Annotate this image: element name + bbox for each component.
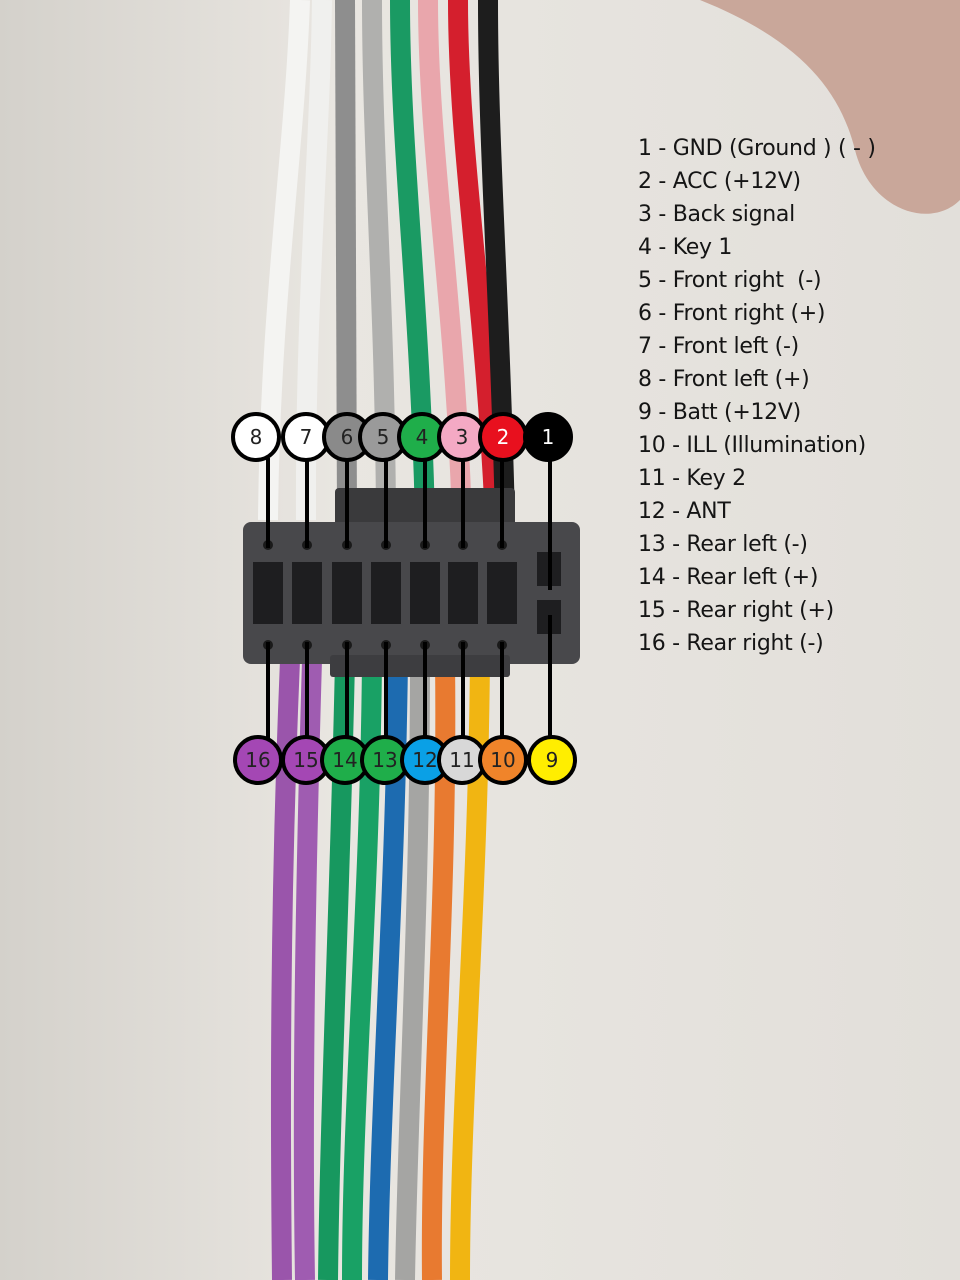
pin-circle: [523, 412, 573, 462]
pin-circle: [527, 735, 577, 785]
pin-number: 11: [449, 748, 474, 772]
legend-item: 11 - Key 2: [638, 466, 746, 491]
pin-number: 3: [456, 425, 469, 449]
legend-item: 3 - Back signal: [638, 202, 795, 227]
legend-item: 8 - Front left (+): [638, 367, 810, 392]
pin-number: 14: [332, 748, 357, 772]
pin-marker-6: 6: [322, 412, 372, 548]
pin-number: 16: [245, 748, 270, 772]
pin-number: 10: [490, 748, 515, 772]
legend-item: 14 - Rear left (+): [638, 565, 819, 590]
pin-marker-4: 4: [397, 412, 447, 548]
legend-item: 2 - ACC (+12V): [638, 169, 801, 194]
pin-marker-1: 1: [523, 412, 573, 590]
terminal-slot: [253, 562, 283, 624]
pin-marker-10: 10: [478, 642, 528, 785]
pin-marker-9: 9: [527, 615, 577, 785]
terminal-slot: [292, 562, 322, 624]
legend-item: 1 - GND (Ground ) ( - ): [638, 136, 876, 161]
legend-item: 7 - Front left (-): [638, 334, 799, 359]
legend-item: 16 - Rear right (-): [638, 631, 824, 656]
pin-number: 8: [250, 425, 263, 449]
legend-item: 6 - Front right (+): [638, 301, 826, 326]
pin-number: 15: [293, 748, 318, 772]
legend-item: 10 - ILL (Illumination): [638, 433, 866, 458]
legend-item: 13 - Rear left (-): [638, 532, 808, 557]
legend-item: 5 - Front right (-): [638, 268, 822, 293]
pin-marker-8: 8: [231, 412, 281, 548]
terminal-slot: [448, 562, 478, 624]
legend-item: 4 - Key 1: [638, 235, 733, 260]
terminal-slot: [332, 562, 362, 624]
pin-number: 7: [300, 425, 313, 449]
pin-number: 2: [497, 425, 510, 449]
pin-number: 9: [546, 748, 559, 772]
legend-item: 15 - Rear right (+): [638, 598, 834, 623]
pin-marker-5: 5: [358, 412, 408, 548]
pin-marker-13: 13: [360, 642, 410, 785]
pin-number: 1: [542, 425, 555, 449]
pin-number: 13: [372, 748, 397, 772]
legend-item: 9 - Batt (+12V): [638, 400, 801, 425]
pin-number: 5: [377, 425, 390, 449]
pin-number: 6: [341, 425, 354, 449]
pin-number: 4: [416, 425, 429, 449]
pin-circle: [231, 412, 281, 462]
legend-item: 12 - ANT: [638, 499, 731, 524]
terminal-slot: [487, 562, 517, 624]
terminal-slot: [371, 562, 401, 624]
terminal-slot: [410, 562, 440, 624]
pin-number: 12: [412, 748, 437, 772]
pin-circle: [478, 735, 528, 785]
pin-marker-15: 15: [281, 642, 331, 785]
finger: [700, 0, 960, 214]
pinout-legend: 1 - GND (Ground ) ( - ) 2 - ACC (+12V) 3 -…: [638, 132, 876, 660]
